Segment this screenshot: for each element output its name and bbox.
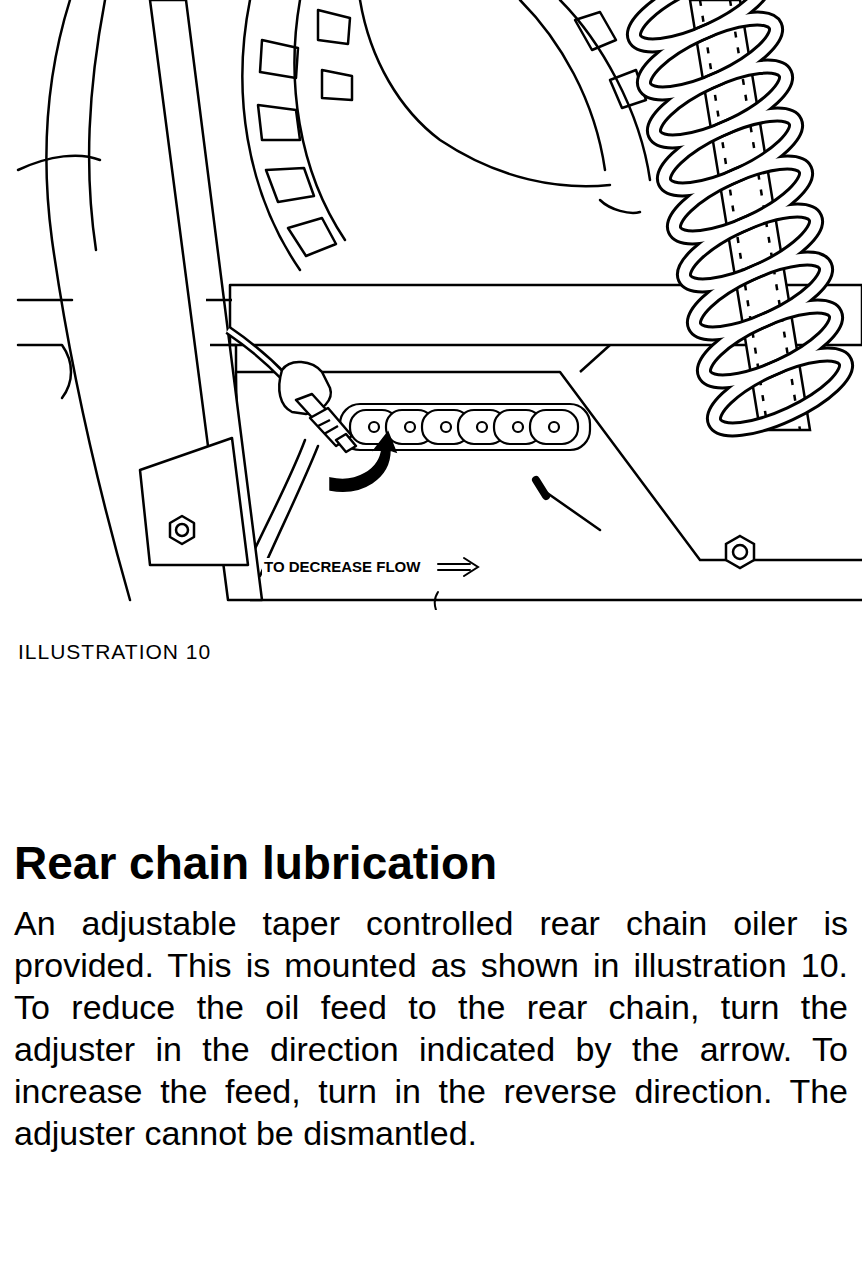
body-paragraph: An adjustable taper controlled rear chai… [14,902,848,1154]
section-heading: Rear chain lubrication [14,836,497,890]
figure-caption: ILLUSTRATION 10 [18,640,211,664]
chain-oiler-illustration [0,0,862,610]
callout-label: TO DECREASE FLOW [262,558,422,576]
